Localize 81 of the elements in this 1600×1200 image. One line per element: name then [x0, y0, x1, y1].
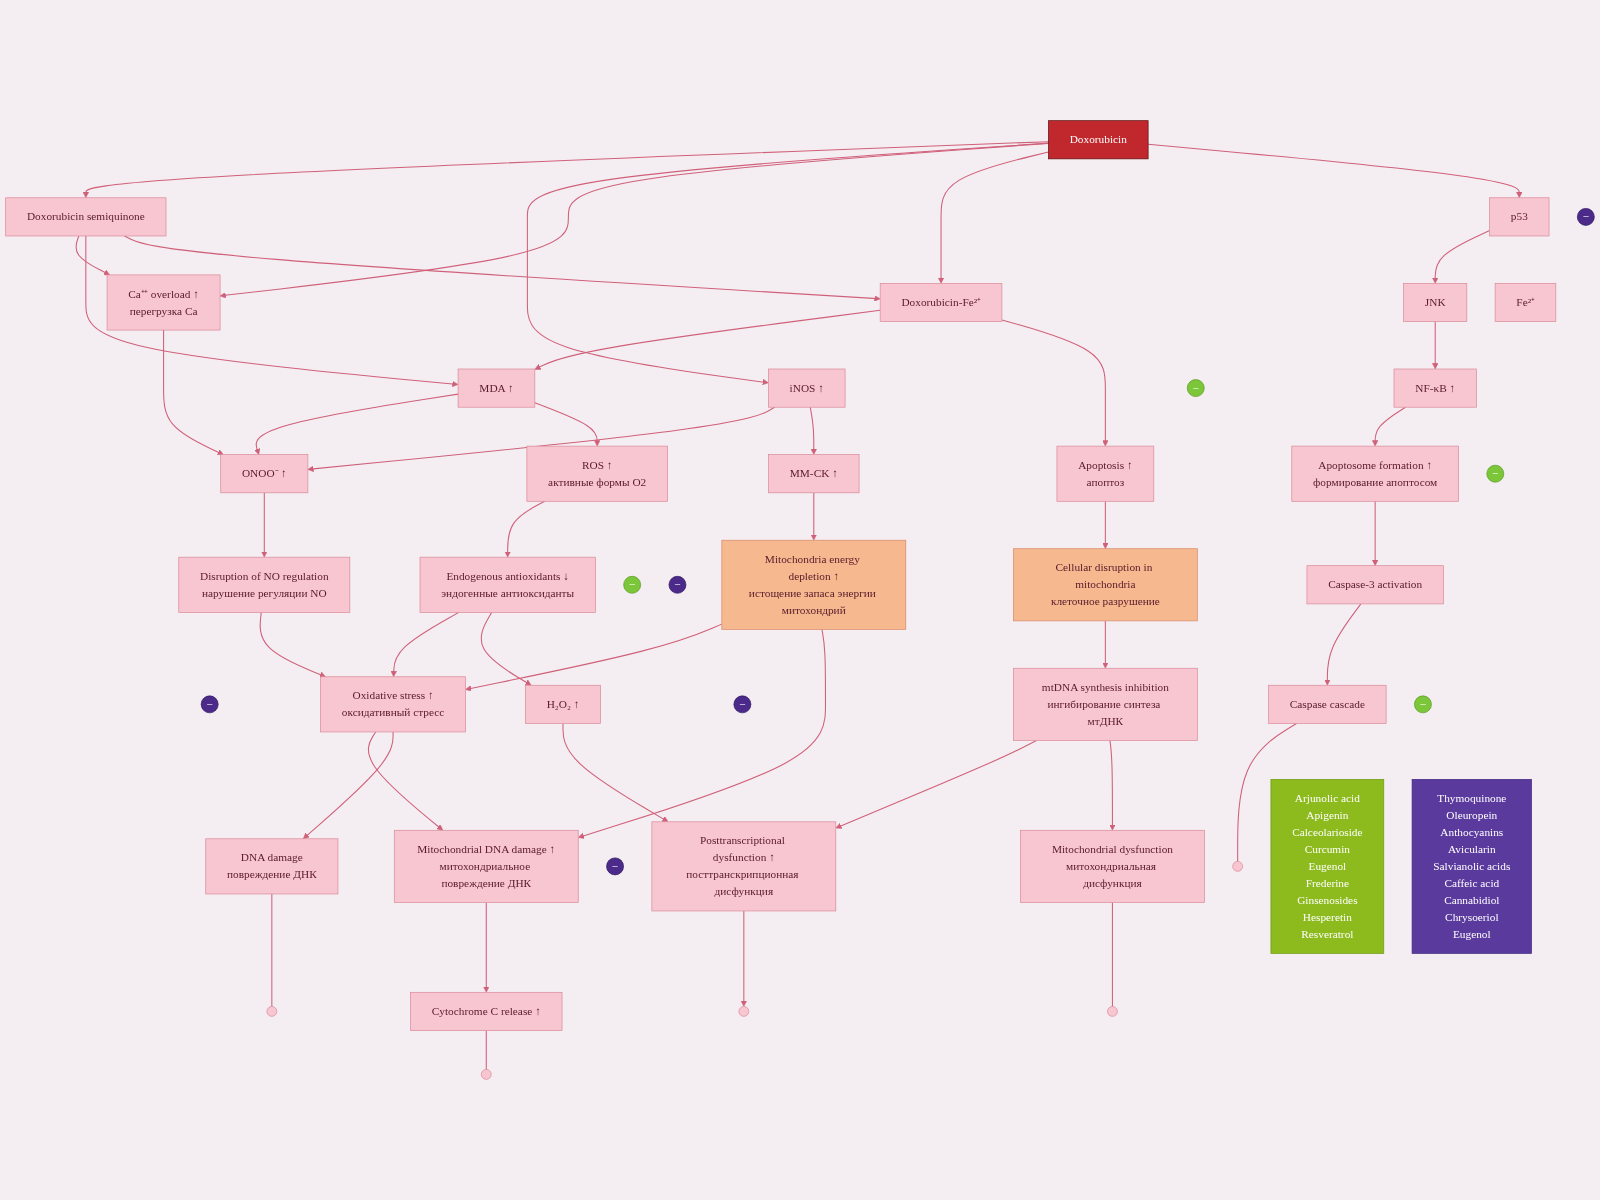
node-box: mtDNA synthesis inhibition ингибирование синтеза мтДНК — [1013, 667, 1198, 741]
arrow — [367, 731, 444, 831]
node-box: Oxidative stress ↑ оксидативный стресс — [320, 676, 466, 733]
connector — [1237, 722, 1298, 862]
arrow — [261, 492, 268, 558]
node-box: Cytochrome C release ↑ — [410, 991, 563, 1031]
node-box: ROS ↑ активные формы O2 — [526, 445, 668, 502]
node-box: Caspase-3 activation — [1306, 565, 1444, 605]
node-circle: − — [1486, 464, 1505, 483]
node-box: Posttranscriptional dysfunction ↑ посттранскрипционная дисфункция — [651, 821, 837, 912]
arrow — [534, 402, 601, 447]
node-circle: − — [733, 695, 752, 714]
node-circle: − — [606, 857, 624, 876]
connector — [1111, 901, 1113, 1007]
arrow — [937, 151, 1049, 284]
arrow — [1324, 603, 1362, 686]
arrow — [526, 142, 1049, 386]
arrow — [1372, 500, 1379, 566]
node-box: Mitochondria energy depletion ↑ истощение запаса энергии митохондрий — [721, 539, 907, 630]
node-box: Fe²⁺ — [1494, 283, 1557, 322]
node-box: Cellular disruption in mitochondria клеточное разрушение — [1013, 548, 1198, 622]
node-box: Mitochondrial DNA damage ↑ митохондриальное повреждение ДНК — [393, 829, 579, 903]
arrow — [810, 492, 817, 541]
node-box: Doxorubicin — [1048, 120, 1149, 160]
arrow — [577, 628, 826, 839]
node-box: Apoptosome formation ↑ формирование апоптосом — [1291, 445, 1459, 502]
arrow — [740, 910, 747, 1007]
node-circle: − — [623, 575, 641, 594]
node-box: p53 — [1489, 197, 1550, 237]
node-box: DNA damage повреждение ДНК — [205, 838, 339, 895]
node-box: H₂O₂ ↑ — [525, 684, 601, 724]
node-box: Arjunolic acid Apigenin Calceolarioside Curcumin Eugenol Frederine Ginsenosides Hesperetin Resveratrol — [1270, 779, 1385, 954]
arrow — [562, 722, 669, 823]
arrow — [219, 142, 1049, 299]
arrow — [390, 611, 460, 678]
arrow — [75, 235, 110, 276]
arrow — [480, 611, 532, 686]
arrow — [483, 901, 490, 993]
node-box: Doxorubicin-Fe²⁺ — [879, 283, 1003, 322]
arrow — [302, 731, 394, 840]
node-box: NF-κB ↑ — [1393, 368, 1477, 408]
node-box: JNK — [1403, 283, 1468, 322]
arrow — [163, 329, 224, 456]
arrow — [1109, 739, 1116, 831]
node-circle: − — [668, 575, 687, 594]
node-box: Endogenous antioxidants ↓ эндогенные антиоксиданты — [419, 556, 596, 613]
node-box: Disruption of NO regulation нарушение регуляции NO — [178, 556, 351, 613]
node-box: Apoptosis ↑ апоптоз — [1056, 445, 1155, 502]
arrow — [809, 406, 817, 455]
arrow — [1432, 321, 1439, 370]
arrow — [307, 406, 776, 472]
arrow — [123, 235, 881, 302]
node-box: MM-CK ↑ — [768, 454, 860, 494]
arrow — [534, 309, 881, 370]
connector — [485, 1030, 487, 1070]
arrow — [259, 611, 326, 678]
arrow — [1102, 500, 1109, 549]
arrow — [1102, 620, 1109, 669]
arrow — [1372, 406, 1406, 447]
arrow — [465, 623, 723, 692]
connector — [271, 893, 273, 1007]
arrow — [1001, 319, 1109, 447]
node-circle: − — [1576, 208, 1595, 226]
node-circle: − — [200, 695, 219, 714]
node-box: Doxorubicin semiquinone — [5, 197, 167, 237]
node-box: iNOS ↑ — [768, 368, 846, 408]
arrow — [835, 739, 1037, 829]
node-box: Ca⁺⁺ overload ↑ перегрузка Ca — [106, 274, 221, 331]
node-box: Caspase cascade — [1268, 684, 1387, 724]
arrow — [85, 235, 459, 388]
node-box: MDA ↑ — [457, 368, 536, 408]
node-box: Thymoquinone Oleuropein Anthocyanins Avicularin Salvianolic acids Caffeic acid Cannabidiol Chrysoeriol Eugenol — [1411, 779, 1532, 954]
node-circle: − — [1414, 695, 1432, 714]
arrow — [254, 393, 459, 455]
arrow — [1147, 143, 1523, 199]
node-box: Mitochondrial dysfunction митохондриальная дисфункция — [1020, 829, 1205, 903]
node-box: ONOO⁻ ↑ — [220, 454, 309, 494]
arrow — [1432, 230, 1491, 284]
arrow — [82, 141, 1049, 199]
node-circle: − — [1186, 379, 1205, 397]
arrow — [504, 500, 546, 558]
